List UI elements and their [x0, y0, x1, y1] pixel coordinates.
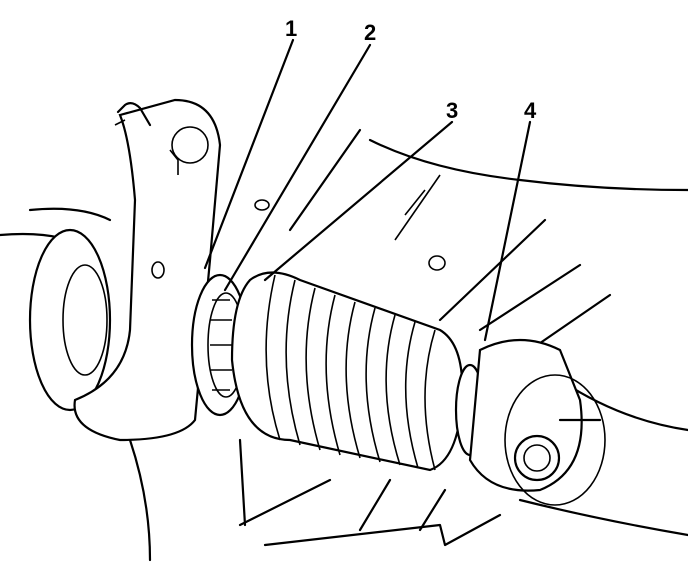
callout-3: 3 [446, 98, 459, 123]
callout-2: 2 [364, 20, 377, 45]
callout-1: 1 [285, 16, 298, 41]
leader-4 [483, 120, 532, 342]
bellows-boot [230, 271, 464, 472]
callout-4: 4 [524, 98, 537, 123]
leader-1 [203, 38, 295, 270]
center-bearing-bracket [73, 98, 222, 442]
callout-leaders [203, 38, 532, 342]
leader-3 [263, 120, 454, 282]
leader-2 [223, 43, 372, 292]
universal-joint [454, 338, 606, 506]
vehicle-floor-lines [128, 128, 688, 562]
transmission-housing [0, 207, 112, 412]
